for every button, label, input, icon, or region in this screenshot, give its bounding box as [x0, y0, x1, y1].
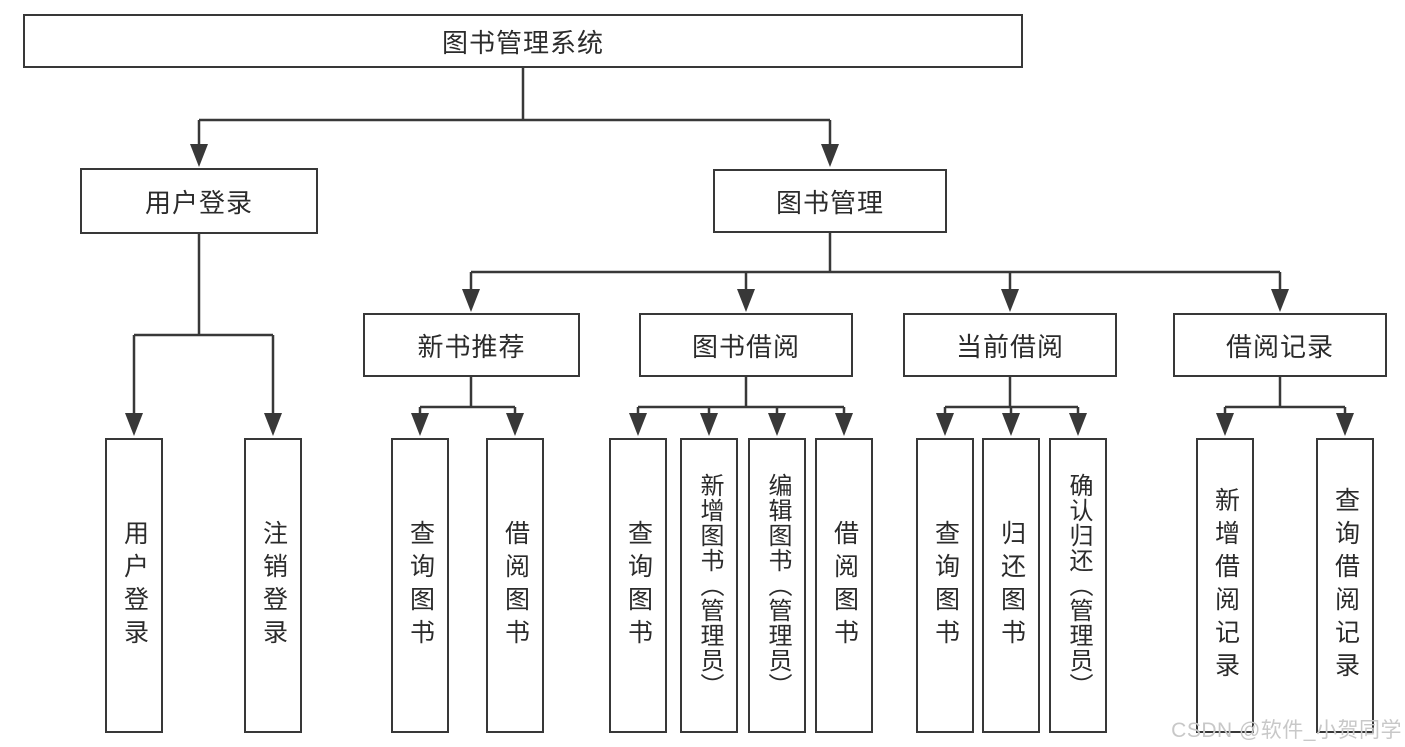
leaf-return-book: 归还图书	[982, 438, 1040, 733]
node-book-borrowing: 图书借阅	[639, 313, 853, 377]
leaf-query-books-borrowing: 查询图书	[609, 438, 667, 733]
node-new-book-recommendation: 新书推荐	[363, 313, 580, 377]
watermark: CSDN @软件_小贺同学	[1171, 719, 1402, 742]
node-book-management: 图书管理	[713, 169, 947, 233]
leaf-borrow-books-borrowing: 借阅图书	[815, 438, 873, 733]
node-borrowing-records: 借阅记录	[1173, 313, 1387, 377]
leaf-query-books-current: 查询图书	[916, 438, 974, 733]
leaf-confirm-return-admin: 确认归还（管理员）	[1049, 438, 1107, 733]
leaf-borrow-books-recommend: 借阅图书	[486, 438, 544, 733]
arrowheads	[125, 144, 1354, 436]
leaf-add-borrow-record: 新增借阅记录	[1196, 438, 1254, 733]
node-current-borrowing: 当前借阅	[903, 313, 1117, 377]
leaf-user-login: 用户登录	[105, 438, 163, 733]
leaf-query-borrow-record: 查询借阅记录	[1316, 438, 1374, 733]
node-user-login: 用户登录	[80, 168, 318, 234]
root-node-system: 图书管理系统	[23, 14, 1023, 68]
leaf-edit-book-admin: 编辑图书（管理员）	[748, 438, 806, 733]
leaf-logout: 注销登录	[244, 438, 302, 733]
leaf-query-books-recommend: 查询图书	[391, 438, 449, 733]
leaf-add-book-admin: 新增图书（管理员）	[680, 438, 738, 733]
